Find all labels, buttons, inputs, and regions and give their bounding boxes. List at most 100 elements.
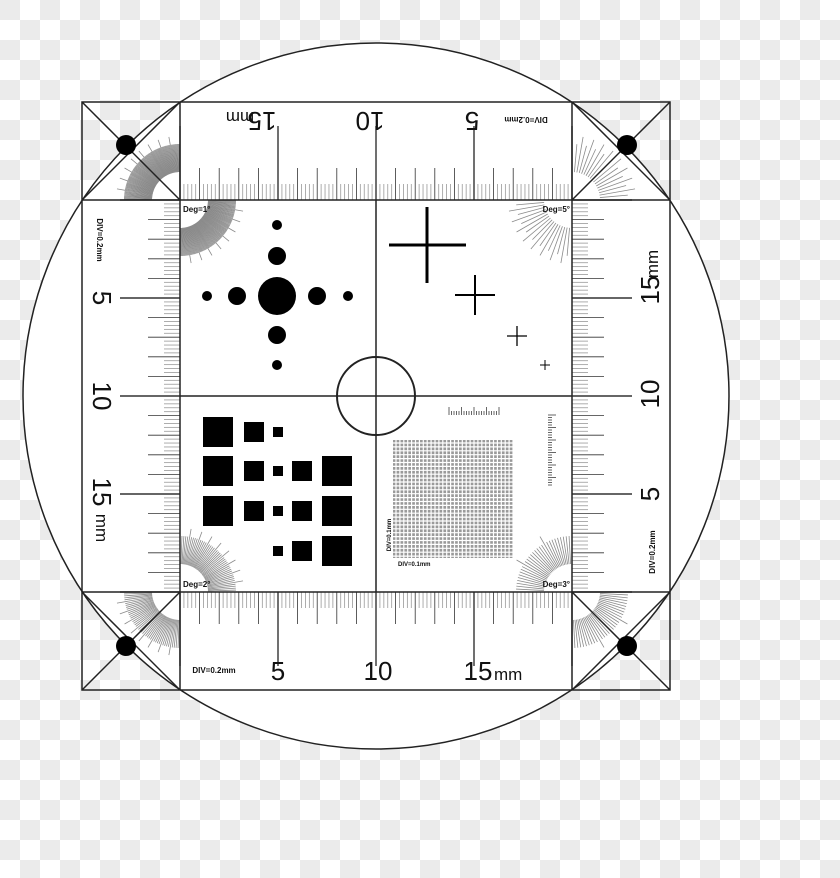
fan-ray: [195, 545, 212, 570]
fan-ray: [166, 619, 174, 647]
dot: [343, 291, 353, 301]
fan-ray: [204, 213, 236, 233]
fan-ray: [526, 558, 550, 576]
fan-ray: [130, 604, 156, 619]
fan-ray: [155, 616, 169, 643]
fan-ray: [200, 218, 222, 239]
fan-ray: [173, 619, 178, 648]
fan-ray: [590, 612, 610, 634]
angle-label: Deg=2°: [183, 580, 210, 589]
fan-ray: [127, 602, 155, 614]
fan-ray: [206, 207, 234, 217]
square: [292, 501, 312, 521]
angle-label: Deg=5°: [543, 205, 570, 214]
fan-ray: [578, 145, 587, 174]
square: [203, 496, 233, 526]
fan-ray: [155, 149, 169, 176]
fan-ray: [130, 172, 156, 187]
fan-ray: [565, 536, 570, 565]
fan-ray: [138, 162, 160, 182]
fan-ray: [202, 558, 226, 576]
fan-ray: [516, 213, 548, 233]
fan-ray: [205, 210, 233, 222]
ruler-label: 10: [635, 380, 665, 409]
fan-ray: [177, 619, 180, 648]
fan-ray: [207, 578, 235, 586]
fan-ray: [207, 203, 236, 210]
fan-ray: [135, 608, 159, 627]
fan-ray: [184, 227, 192, 256]
fan-ray: [205, 209, 233, 221]
fan-ray: [585, 144, 605, 176]
fan-ray: [176, 144, 179, 173]
fan-ray: [175, 144, 179, 173]
fan-ray: [587, 153, 605, 178]
fan-ray: [599, 188, 636, 196]
fan-ray: [199, 219, 220, 241]
fan-ray: [124, 190, 153, 197]
grid-div-label: DIV=0.1mm: [398, 562, 431, 568]
fan-ray: [204, 213, 230, 228]
fan-ray: [194, 544, 211, 569]
fan-ray: [599, 194, 628, 198]
fan-ray: [128, 177, 155, 190]
fan-ray: [198, 220, 218, 243]
fan-ray: [583, 617, 596, 644]
cross: [507, 326, 527, 346]
fan-ray: [159, 147, 171, 175]
fan-ray: [188, 538, 198, 566]
fan-ray: [157, 618, 171, 653]
fan-ray: [589, 613, 608, 636]
fan-ray: [119, 601, 154, 615]
fan-ray: [525, 215, 550, 233]
square: [244, 501, 264, 521]
ruler-unit: mm: [92, 514, 111, 542]
fan-ray: [182, 227, 186, 256]
fan-ray: [199, 552, 221, 573]
fan-ray: [198, 220, 219, 242]
cross: [389, 207, 466, 283]
fan-ray: [518, 574, 546, 584]
fan-ray: [153, 150, 168, 176]
fan-ray: [128, 603, 155, 616]
fan-ray: [182, 227, 187, 256]
fan-ray: [142, 157, 162, 180]
square: [273, 427, 283, 437]
fan-ray: [204, 559, 236, 579]
fan-ray: [560, 227, 568, 264]
fan-ray: [124, 194, 153, 198]
fan-ray: [185, 537, 193, 565]
fan-ray: [517, 206, 546, 215]
fan-ray: [549, 226, 563, 261]
fan-ray: [202, 215, 227, 232]
fan-ray: [190, 225, 203, 252]
fan-ray: [557, 537, 566, 566]
fan-ray: [116, 596, 153, 604]
dot: [228, 287, 246, 305]
fan-ray: [133, 168, 158, 185]
fan-ray: [207, 585, 236, 590]
fan-ray: [133, 167, 158, 185]
fan-ray: [207, 204, 244, 212]
fan-ray: [124, 605, 156, 625]
fan-ray: [206, 208, 234, 219]
fan-ray: [201, 557, 225, 576]
bottom-ruler-labels: 5 10 15 mm DIV=0.2mm: [192, 656, 522, 686]
fan-ray: [133, 607, 158, 624]
fan-ray: [147, 144, 167, 176]
ruler-unit: mm: [226, 108, 254, 127]
fan-ray: [583, 149, 597, 175]
fan-ray: [173, 144, 178, 173]
fan-ray: [557, 226, 566, 255]
fan-ray: [145, 613, 164, 637]
div-label: DIV=0.2mm: [95, 218, 104, 261]
fan-ray: [193, 536, 213, 568]
fan-ray: [599, 594, 628, 599]
fan-ray: [157, 148, 170, 175]
ruler-label: 15: [248, 106, 277, 136]
fan-ray: [147, 616, 167, 648]
fan-ray: [183, 227, 189, 256]
fan-ray: [125, 185, 154, 194]
fan-ray: [127, 178, 155, 190]
